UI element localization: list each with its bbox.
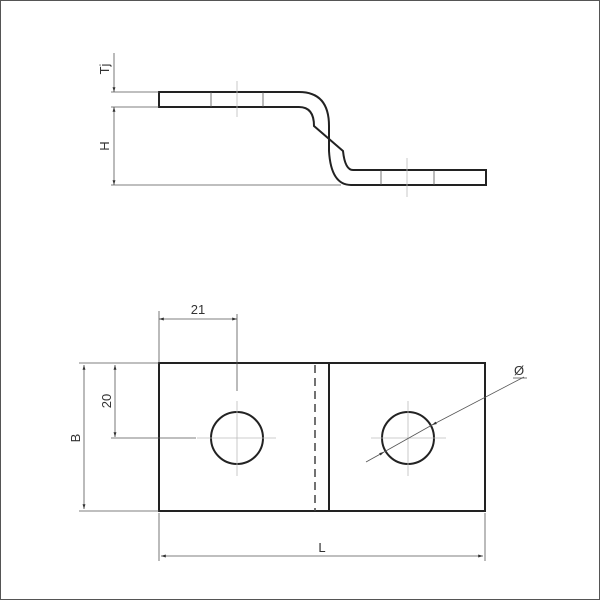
- hole-offset-y-label: 20: [99, 394, 114, 408]
- hole-offset-x-label: 21: [191, 302, 205, 317]
- height-label: H: [97, 141, 112, 150]
- side-view: Tj H: [97, 53, 487, 197]
- diameter-label: Ø: [514, 363, 524, 378]
- thickness-label: Tj: [97, 63, 112, 74]
- bent-plate-profile: [158, 91, 487, 186]
- plate-outline: [158, 362, 486, 512]
- length-label: L: [318, 540, 325, 555]
- width-label: B: [68, 434, 83, 443]
- top-view: 21 20 B L Ø: [68, 302, 527, 561]
